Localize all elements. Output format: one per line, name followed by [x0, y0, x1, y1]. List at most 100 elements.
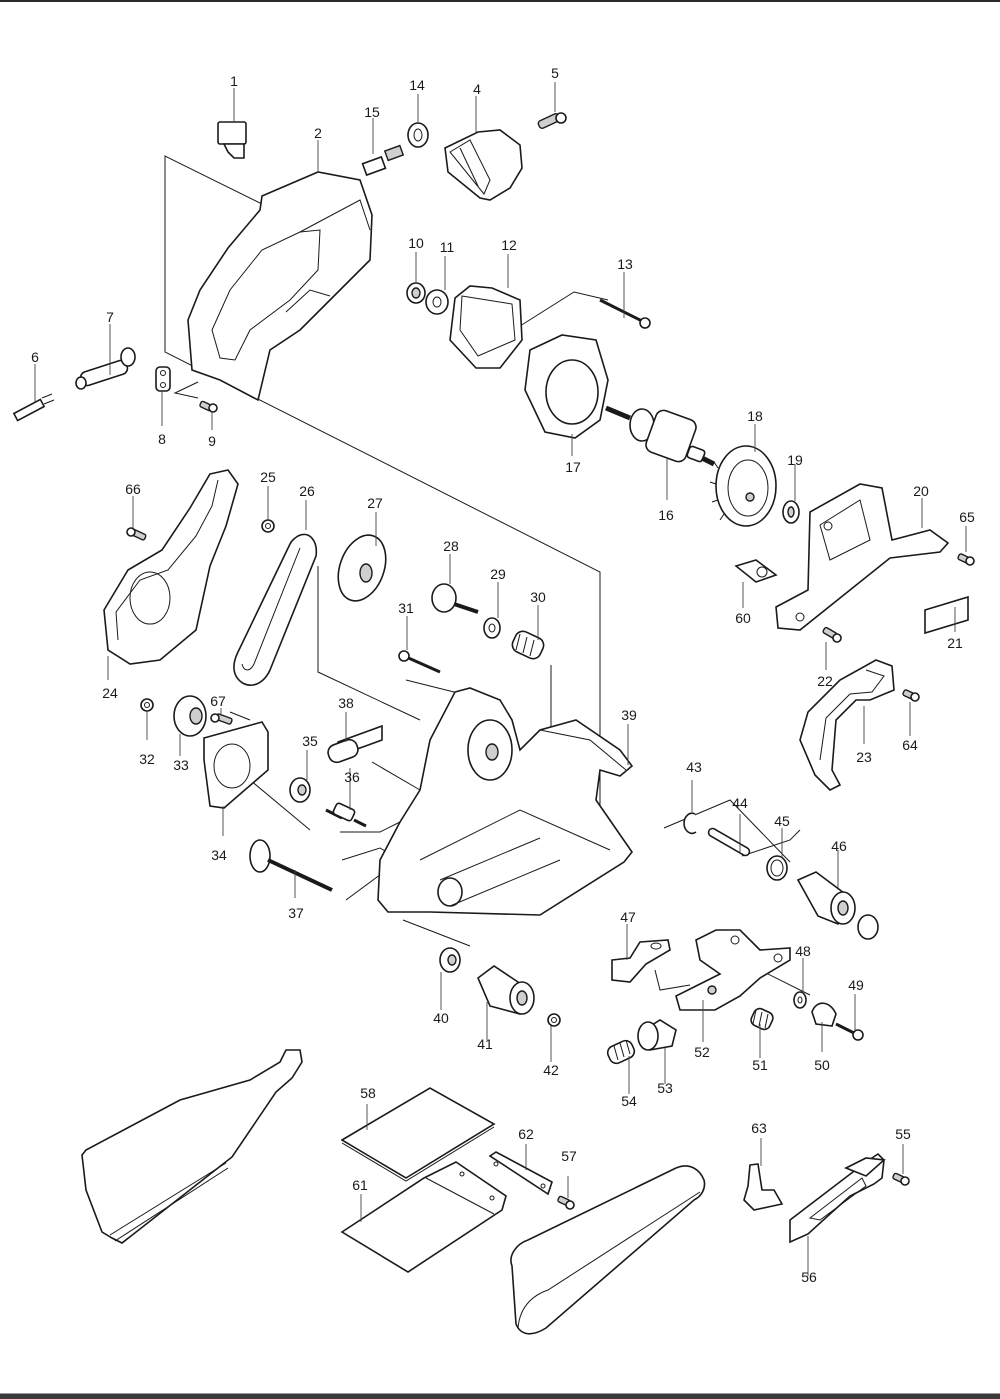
part-14-brush-holder-cap[interactable] — [407, 122, 429, 148]
label-52: 52 — [694, 1044, 710, 1060]
label-55: 55 — [895, 1126, 911, 1142]
part-23-handle[interactable] — [799, 659, 895, 791]
part-9-screw[interactable] — [199, 400, 218, 413]
part-61-platen[interactable] — [340, 1161, 507, 1273]
part-1-switch[interactable] — [217, 121, 247, 159]
part-7-cord-guard[interactable] — [75, 347, 136, 390]
label-11: 11 — [440, 239, 455, 255]
label-12: 12 — [501, 237, 517, 253]
part-11-washer[interactable] — [425, 289, 449, 315]
part-29-washer[interactable] — [483, 617, 501, 639]
dust-bag[interactable] — [81, 1049, 303, 1244]
part-48-washer[interactable] — [793, 991, 807, 1009]
part-36-spiral-bevel-gear[interactable] — [325, 802, 367, 828]
label-20: 20 — [913, 483, 929, 499]
part-8-strain-relief[interactable] — [155, 366, 171, 392]
label-57: 57 — [561, 1148, 577, 1164]
label-53: 53 — [657, 1080, 673, 1096]
part-10-ball-bearing[interactable] — [406, 282, 426, 304]
label-26: 26 — [299, 483, 315, 499]
part-34-bearing-box[interactable] — [203, 721, 269, 809]
label-6: 6 — [31, 349, 39, 365]
part-40-ball-bearing[interactable] — [439, 947, 461, 973]
label-27: 27 — [367, 495, 383, 511]
part-52-roller-bracket[interactable] — [675, 929, 791, 1011]
part-57-screw[interactable] — [557, 1195, 575, 1210]
part-62-plate[interactable] — [488, 1151, 553, 1196]
part-12-field[interactable] — [449, 285, 523, 369]
part-51-spring[interactable] — [749, 1007, 775, 1032]
part-6-cord[interactable] — [12, 393, 55, 422]
label-41: 41 — [477, 1036, 493, 1052]
label-56: 56 — [801, 1269, 817, 1285]
label-38: 38 — [338, 695, 354, 711]
part-44-pin[interactable] — [707, 827, 751, 857]
label-9: 9 — [208, 433, 216, 449]
part-32-nut[interactable] — [140, 698, 154, 712]
part-2-handle-housing[interactable] — [187, 171, 373, 402]
part-54-spring[interactable] — [605, 1038, 636, 1065]
part-42-nut[interactable] — [547, 1013, 561, 1027]
part-22-screw[interactable] — [822, 626, 842, 643]
label-40: 40 — [433, 1010, 449, 1026]
label-67: 67 — [210, 693, 226, 709]
part-31-screw[interactable] — [398, 650, 441, 674]
label-23: 23 — [856, 749, 872, 765]
label-1: 1 — [230, 73, 238, 89]
part-26-drive-belt[interactable] — [233, 533, 318, 686]
part-60-switch-lock[interactable] — [734, 559, 778, 583]
label-63: 63 — [751, 1120, 767, 1136]
part-43-retaining-ring[interactable] — [683, 812, 697, 835]
part-28-adjusting-knob[interactable] — [431, 583, 479, 614]
part-19-ball-bearing[interactable] — [782, 500, 800, 524]
label-31: 31 — [398, 600, 414, 616]
part-30-spring[interactable] — [510, 629, 546, 662]
part-41-drive-roller[interactable] — [477, 965, 535, 1015]
part-15-carbon-brush[interactable] — [361, 144, 405, 177]
part-33-pulley[interactable] — [173, 695, 207, 737]
part-16-armature[interactable] — [605, 405, 716, 467]
label-49: 49 — [848, 977, 864, 993]
part-50-knob[interactable] — [811, 1002, 837, 1027]
part-37-drive-shaft[interactable] — [249, 839, 333, 892]
part-4-motor-housing-cover[interactable] — [444, 129, 523, 201]
part-58-pad[interactable] — [340, 1087, 496, 1182]
label-46: 46 — [831, 838, 847, 854]
part-35-ball-bearing[interactable] — [289, 777, 311, 803]
label-51: 51 — [752, 1057, 768, 1073]
part-66-screw[interactable] — [126, 527, 147, 541]
part-63-guide[interactable] — [743, 1163, 784, 1211]
label-24: 24 — [102, 685, 118, 701]
label-8: 8 — [158, 431, 166, 447]
part-20-side-cover[interactable] — [775, 483, 950, 631]
part-47-lever[interactable] — [611, 939, 671, 983]
label-21: 21 — [947, 635, 963, 651]
part-21-label[interactable] — [924, 595, 969, 635]
label-44: 44 — [732, 795, 748, 811]
part-49-screw[interactable] — [835, 1022, 864, 1041]
part-39-gear-housing-body[interactable] — [326, 687, 634, 916]
part-55-screw[interactable] — [892, 1172, 910, 1186]
part-67-screw[interactable] — [210, 713, 233, 725]
abrasive-belt[interactable] — [510, 1165, 706, 1335]
label-43: 43 — [686, 759, 702, 775]
part-53-sleeve[interactable] — [637, 1019, 677, 1051]
part-17-baffle-plate[interactable] — [524, 334, 609, 439]
label-28: 28 — [443, 538, 459, 554]
label-10: 10 — [408, 235, 424, 251]
part-65-screw[interactable] — [957, 553, 975, 566]
part-27-pulley[interactable] — [330, 529, 395, 608]
part-5-screw[interactable] — [537, 112, 567, 130]
part-56-plate[interactable] — [789, 1152, 886, 1244]
part-25-nut[interactable] — [261, 519, 275, 533]
label-7: 7 — [106, 309, 114, 325]
label-5: 5 — [551, 65, 559, 81]
part-18-fan[interactable] — [709, 445, 777, 527]
part-45-ring[interactable] — [766, 855, 788, 881]
part-13-screw[interactable] — [599, 298, 651, 329]
leader-lines — [34, 82, 967, 1276]
part-24-belt-cover[interactable] — [103, 469, 239, 665]
part-46-idler-roller[interactable] — [796, 871, 879, 940]
part-64-screw[interactable] — [902, 689, 920, 702]
